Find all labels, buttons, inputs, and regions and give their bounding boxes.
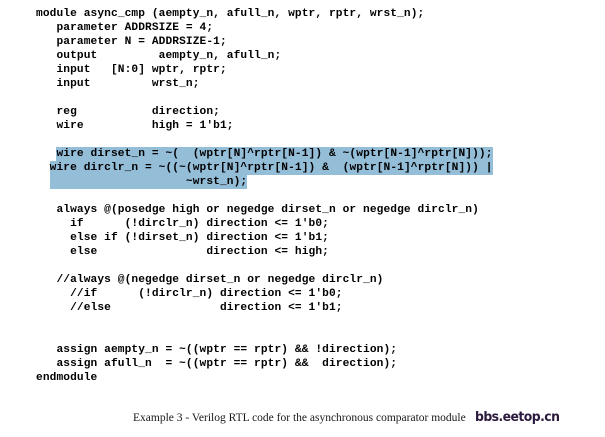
code-indent (36, 147, 56, 161)
code-indent (36, 161, 50, 175)
code-line: reg direction; (36, 106, 220, 118)
code-line: input wrst_n; (36, 78, 200, 90)
code-highlight-band: wire dirset_n = ~( (wptr[N]^rptr[N-1]) &… (56, 147, 493, 161)
code-listing[interactable]: module async_cmp (aempty_n, afull_n, wpt… (36, 7, 596, 385)
code-indent (36, 175, 50, 189)
code-line: output aempty_n, afull_n; (36, 50, 282, 62)
code-line: else if (!dirset_n) direction <= 1'b1; (36, 232, 329, 244)
site-watermark: bbs.eetop.cn (474, 409, 560, 425)
code-line: parameter ADDRSIZE = 4; (36, 22, 214, 34)
code-line: assign aempty_n = ~((wptr == rptr) && !d… (36, 344, 398, 356)
code-line: assign afull_n = ~((wptr == rptr) && dir… (36, 358, 398, 370)
code-line-highlighted: ~wrst_n); (36, 175, 596, 189)
code-blank-line (36, 329, 596, 343)
code-line-highlighted: wire dirclr_n = ~((~(wptr[N]^rptr[N-1]) … (36, 161, 596, 175)
code-blank-line (36, 133, 596, 147)
code-blank-line (36, 189, 596, 203)
code-line: input [N:0] wptr, rptr; (36, 64, 227, 76)
code-blank-line (36, 91, 596, 105)
code-line: //if (!dirclr_n) direction <= 1'b0; (36, 288, 343, 300)
code-highlight-band: wire dirclr_n = ~((~(wptr[N]^rptr[N-1]) … (49, 161, 493, 175)
figure-caption-row: Example 3 - Verilog RTL code for the asy… (133, 409, 566, 425)
code-line: //always @(negedge dirset_n or negedge d… (36, 274, 384, 286)
code-line: endmodule (36, 372, 98, 384)
code-line: module async_cmp (aempty_n, afull_n, wpt… (36, 8, 425, 20)
code-highlight-band: ~wrst_n); (49, 175, 248, 189)
code-line-highlighted: wire dirset_n = ~( (wptr[N]^rptr[N-1]) &… (36, 147, 596, 161)
code-line: always @(posedge high or negedge dirset_… (36, 204, 479, 216)
code-line: if (!dirclr_n) direction <= 1'b0; (36, 218, 329, 230)
code-line: wire high = 1'b1; (36, 120, 234, 132)
code-blank-line (36, 259, 596, 273)
code-line: else direction <= high; (36, 246, 329, 258)
code-line: //else direction <= 1'b1; (36, 302, 343, 314)
figure-caption-text: Example 3 - Verilog RTL code for the asy… (133, 412, 466, 424)
code-blank-line (36, 315, 596, 329)
code-line: parameter N = ADDRSIZE-1; (36, 36, 227, 48)
